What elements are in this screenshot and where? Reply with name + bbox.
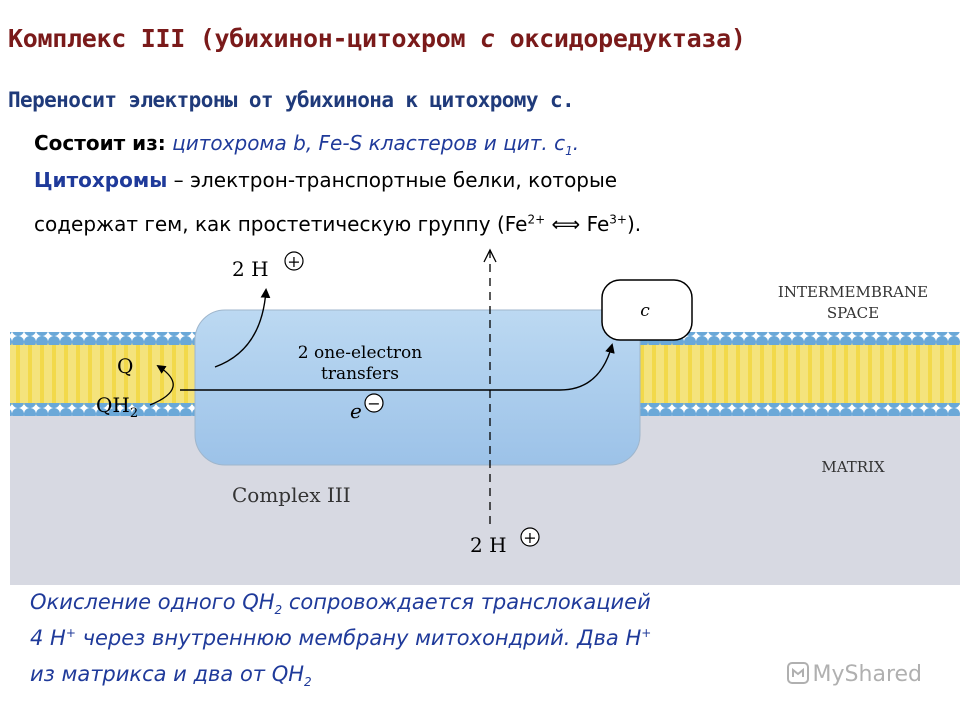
matrix-label: MATRIX (821, 458, 885, 476)
top-plus-icon (284, 251, 304, 271)
complex-iii-diagram: c 2 H + 2 H + Q QH2 2 one-electron trans… (10, 248, 960, 585)
description-line-2: Состоит из: цитохрома b, Fe-S кластеров … (34, 131, 580, 158)
watermark: MyShared (786, 662, 922, 687)
transfer-label-1: 2 one-electron (298, 343, 422, 363)
transfer-label-2: transfers (321, 364, 399, 384)
qh2-label: QH2 (96, 393, 138, 421)
summary-line-1: Окисление одного QH2 сопровождается тран… (30, 590, 651, 618)
electron-transfer-arrow (180, 343, 615, 391)
intermembrane-label-1: INTERMEMBRANE (778, 283, 928, 301)
cytochrome-c-label: c (640, 301, 650, 321)
svg-text:+: + (523, 528, 536, 547)
page-title: Комплекс III (убихинон-цитохром c оксидо… (8, 24, 746, 53)
qh2-oxidation-arrow (149, 365, 174, 406)
bottom-protons-label: 2 H (470, 533, 507, 557)
intermembrane-label-2: SPACE (827, 304, 879, 322)
top-protons-label: 2 H (232, 257, 269, 281)
svg-text:+: + (287, 252, 300, 271)
bottom-plus-icon (520, 527, 540, 547)
svg-text:−: − (367, 394, 380, 413)
description-line-3: Цитохромы – электрон-транспортные белки,… (34, 168, 618, 192)
complex-iii-body (194, 309, 641, 466)
q-label: Q (117, 354, 133, 378)
proton-release-arrow (214, 288, 271, 368)
summary-line-2: 4 H+ через внутреннюю мембрану митохондр… (30, 626, 652, 650)
cytochrome-c-box (601, 279, 693, 341)
electron-label: e (350, 399, 362, 423)
description-line-4: содержат гем, как простетическую группу … (34, 212, 642, 236)
watermark-logo-icon (786, 662, 809, 684)
electron-minus-icon (364, 393, 384, 413)
complex-label: Complex III (232, 483, 351, 507)
summary-line-3: из матрикса и два от QH2 (30, 662, 312, 690)
description-line-1: Переносит электроны от убихинона к цитох… (8, 88, 575, 112)
